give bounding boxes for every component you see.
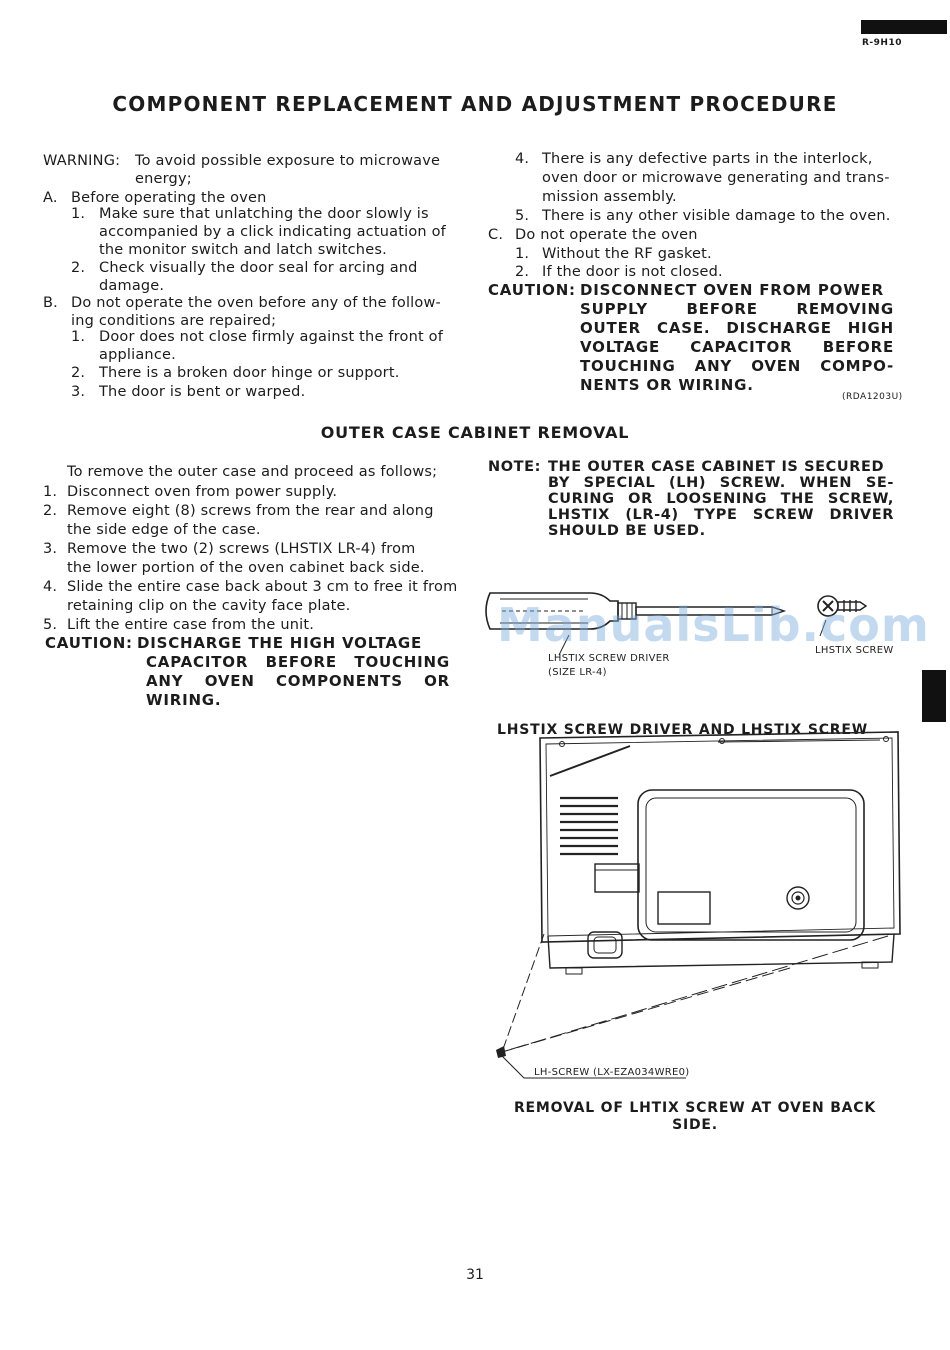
side-tab-marker xyxy=(922,670,946,722)
header-bar xyxy=(861,20,947,34)
warning-block: WARNING: To avoid possible exposure to m… xyxy=(43,152,453,402)
caution-text: OUTER CASE. DISCHARGE HIGH xyxy=(580,319,894,337)
list-item: Remove the two (2) screws (LHSTIX LR-4) … xyxy=(67,541,416,557)
list-item: Disconnect oven from power supply. xyxy=(67,484,338,500)
list-marker: 4. xyxy=(43,579,58,595)
figure-caption-line: REMOVAL OF LHTIX SCREW AT OVEN BACK xyxy=(513,1100,877,1116)
oven-back-illustration xyxy=(496,731,901,1079)
driver-label: LHSTIX SCREW DRIVER xyxy=(548,653,670,664)
list-item: Before operating the oven xyxy=(71,190,267,206)
list-marker: 1. xyxy=(71,329,86,345)
list-item: the monitor switch and latch switches. xyxy=(99,242,387,258)
note-text: BY SPECIAL (LH) SCREW. WHEN SE- xyxy=(548,475,894,491)
watermark: ManualsLib.com xyxy=(497,598,930,652)
note-label: NOTE: xyxy=(488,459,542,475)
list-item: Check visually the door seal for arcing … xyxy=(99,260,418,276)
steps-intro: To remove the outer case and proceed as … xyxy=(67,464,438,480)
caution-text: NENTS OR WIRING. xyxy=(580,376,754,394)
note-text: LHSTIX (LR-4) TYPE SCREW DRIVER xyxy=(548,507,894,523)
driver-leader-line xyxy=(558,634,570,656)
warning-text: To avoid possible exposure to microwave xyxy=(135,153,441,169)
caution-text: SUPPLY BEFORE REMOVING xyxy=(580,300,894,318)
list-item: damage. xyxy=(99,278,165,294)
model-number: R-9H10 xyxy=(862,38,902,48)
list-item: If the door is not closed. xyxy=(542,264,723,280)
list-item: ing conditions are repaired; xyxy=(71,313,277,329)
list-marker: B. xyxy=(43,295,58,311)
caution-text: WIRING. xyxy=(146,691,222,709)
list-item: Door does not close firmly against the f… xyxy=(99,329,444,345)
list-item: Lift the entire case from the unit. xyxy=(67,617,315,633)
warning-text-2: energy; xyxy=(135,171,192,187)
figure-caption: REMOVAL OF LHTIX SCREW AT OVEN BACK SIDE… xyxy=(490,1100,900,1134)
warning-label: WARNING: xyxy=(43,153,121,169)
list-marker: 1. xyxy=(43,484,58,500)
list-item: Do not operate the oven xyxy=(515,227,698,243)
caution-label: CAUTION: xyxy=(488,281,576,299)
removal-steps: To remove the outer case and proceed as … xyxy=(43,463,463,638)
list-marker: 3. xyxy=(71,384,86,400)
lh-screw-label: LH-SCREW (LX-EZA034WRE0) xyxy=(534,1067,690,1078)
list-marker: 1. xyxy=(515,246,530,262)
caution-label: CAUTION: xyxy=(45,634,133,652)
caution-text: DISCHARGE THE HIGH VOLTAGE xyxy=(137,634,423,652)
page-title: COMPONENT REPLACEMENT AND ADJUSTMENT PRO… xyxy=(112,92,838,116)
list-marker: 5. xyxy=(43,617,58,633)
screw-label: LHSTIX SCREW xyxy=(815,645,894,656)
list-item: There is any defective parts in the inte… xyxy=(542,151,873,167)
screw-icon xyxy=(817,595,868,637)
list-item: Do not operate the oven before any of th… xyxy=(71,295,441,311)
section-title: OUTER CASE CABINET REMOVAL xyxy=(320,423,630,442)
list-item: retaining clip on the cavity face plate. xyxy=(67,598,351,614)
caution-text: TOUCHING ANY OVEN COMPO- xyxy=(580,357,894,375)
list-item: Remove eight (8) screws from the rear an… xyxy=(67,503,434,519)
list-item: oven door or microwave generating and tr… xyxy=(542,170,890,186)
list-item: mission assembly. xyxy=(542,189,677,205)
caution-text: DISCONNECT OVEN FROM POWER xyxy=(580,281,884,299)
list-marker: 2. xyxy=(43,503,58,519)
note-text: SHOULD BE USED. xyxy=(548,523,706,539)
list-item: accompanied by a click indicating actuat… xyxy=(99,224,446,240)
caution-text: CAPACITOR BEFORE TOUCHING xyxy=(146,653,450,671)
screwdriver-illustration xyxy=(485,592,787,630)
reference-code: (RDA1203U) xyxy=(842,392,903,402)
caution-text: VOLTAGE CAPACITOR BEFORE xyxy=(580,338,894,356)
list-item: The door is bent or warped. xyxy=(99,384,306,400)
list-marker: A. xyxy=(43,190,58,206)
figure-caption-line: SIDE. xyxy=(672,1117,718,1133)
list-marker: C. xyxy=(488,227,504,243)
list-marker: 1. xyxy=(71,206,86,222)
driver-size-label: (SIZE LR-4) xyxy=(548,667,607,678)
list-marker: 2. xyxy=(515,264,530,280)
list-item: appliance. xyxy=(99,347,176,363)
warning-block-continued: 4. There is any defective parts in the i… xyxy=(488,150,908,285)
list-item: Slide the entire case back about 3 cm to… xyxy=(67,579,458,595)
note-text: THE OUTER CASE CABINET IS SECURED xyxy=(548,459,885,475)
list-item: the lower portion of the oven cabinet ba… xyxy=(67,560,425,576)
list-marker: 4. xyxy=(515,151,530,167)
list-item: Without the RF gasket. xyxy=(542,246,712,262)
note-text: CURING OR LOOSENING THE SCREW, xyxy=(548,491,894,507)
page-number: 31 xyxy=(466,1267,484,1283)
list-marker: 3. xyxy=(43,541,58,557)
list-item: There is a broken door hinge or support. xyxy=(99,365,400,381)
list-marker: 2. xyxy=(71,365,86,381)
list-item: the side edge of the case. xyxy=(67,522,261,538)
caution-text: ANY OVEN COMPONENTS OR xyxy=(146,672,450,690)
list-item: Make sure that unlatching the door slowl… xyxy=(99,206,429,222)
list-marker: 5. xyxy=(515,208,530,224)
list-item: There is any other visible damage to the… xyxy=(542,208,891,224)
list-marker: 2. xyxy=(71,260,86,276)
